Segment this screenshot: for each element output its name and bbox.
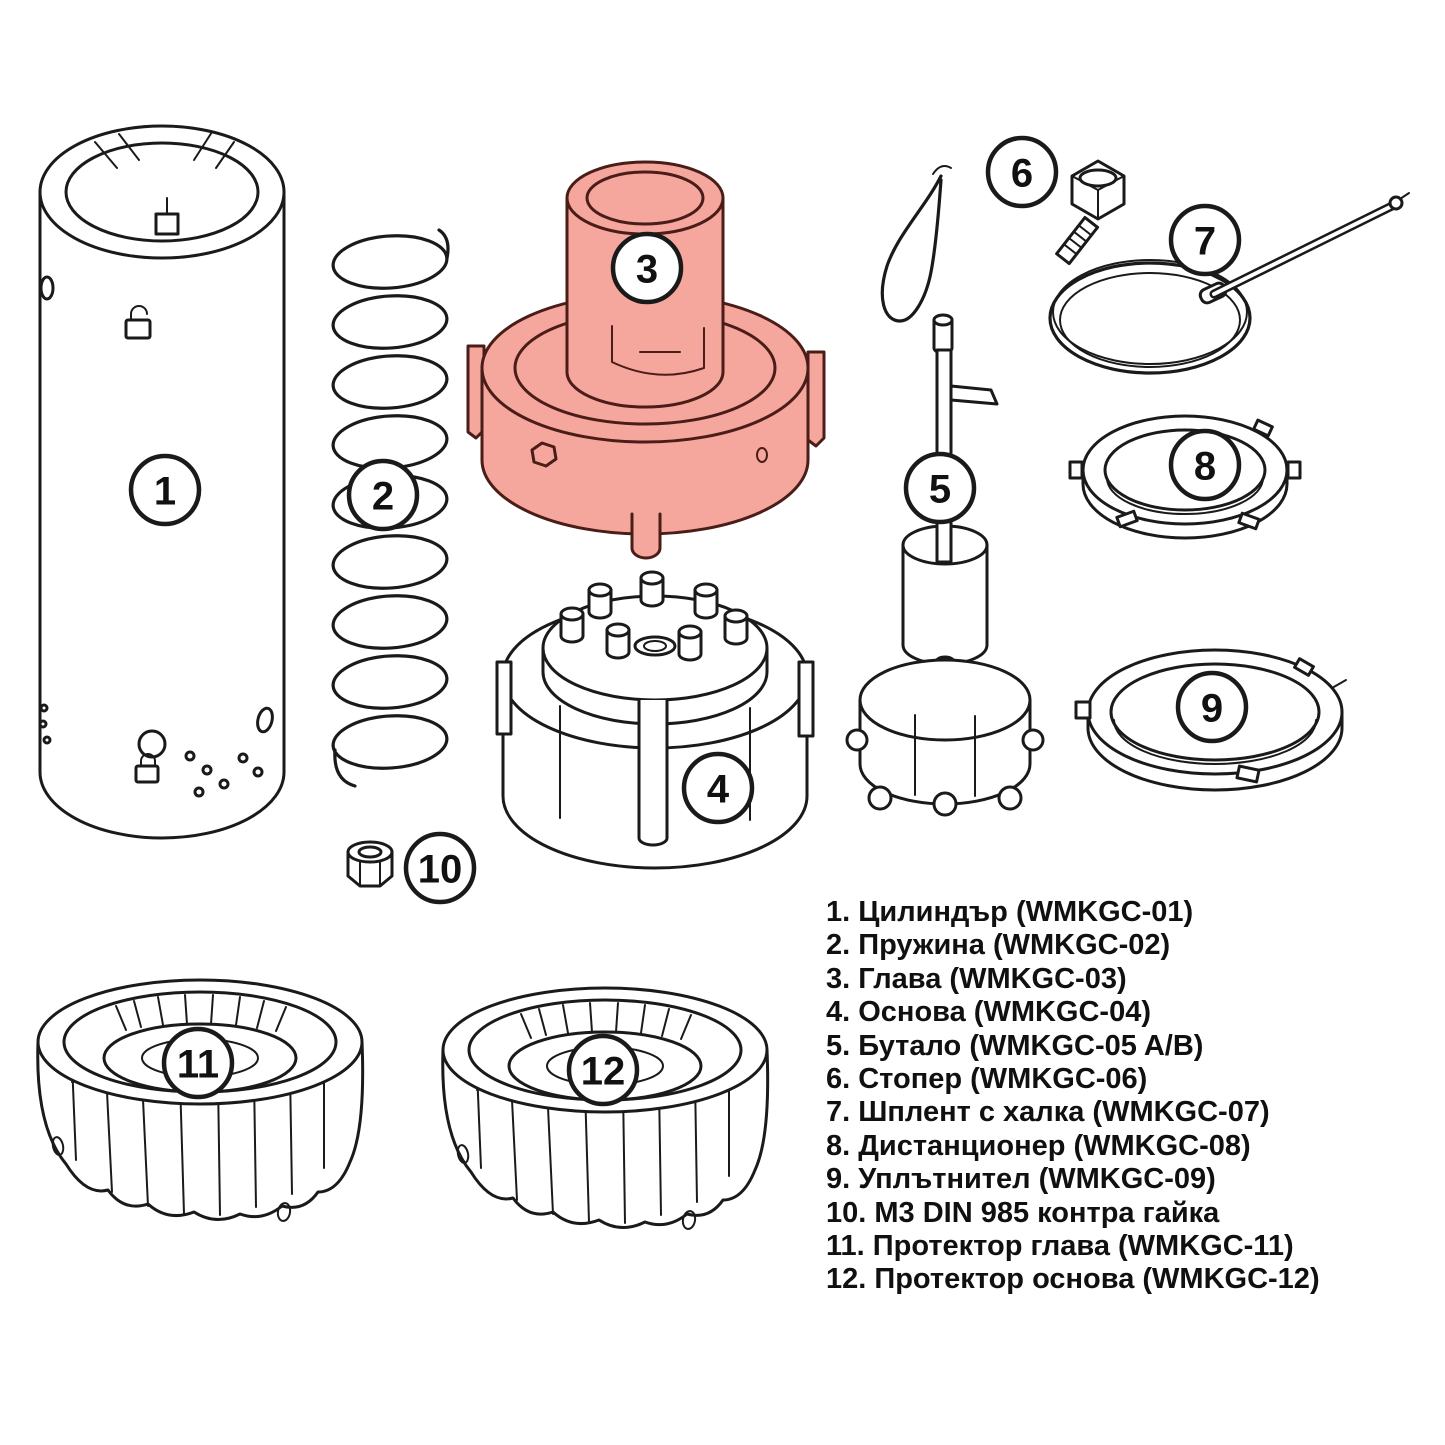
legend-item-4: 4. Основа (WMKGC-04) bbox=[826, 996, 1151, 1029]
callout-number: 1 bbox=[154, 469, 176, 513]
callout-number: 9 bbox=[1201, 686, 1223, 730]
callout-circle bbox=[1168, 203, 1242, 277]
callout-number: 4 bbox=[707, 767, 730, 811]
legend-item-6: 6. Стопер (WMKGC-06) bbox=[826, 1063, 1148, 1096]
callout-part-1: 1 bbox=[128, 453, 202, 527]
part-6-stopper-drawing bbox=[1055, 159, 1126, 266]
part-2-spring-drawing bbox=[331, 228, 450, 788]
legend-item-9: 9. Уплътнител (WMKGC-09) bbox=[826, 1163, 1216, 1196]
part-8-spacer-drawing bbox=[1068, 414, 1302, 540]
callout-number: 8 bbox=[1194, 444, 1216, 488]
callout-part-9: 9 bbox=[1175, 670, 1249, 744]
callout-part-3: 3 bbox=[610, 231, 684, 305]
callout-circle bbox=[610, 231, 684, 305]
callout-number: 5 bbox=[929, 467, 951, 511]
callout-part-2: 2 bbox=[346, 458, 420, 532]
callout-part-11: 11 bbox=[161, 1026, 235, 1100]
callout-number: 11 bbox=[177, 1042, 219, 1086]
part-7-pin-ring-drawing bbox=[1048, 192, 1410, 375]
callout-circle bbox=[1175, 670, 1249, 744]
callout-circle bbox=[403, 831, 477, 905]
legend-item-7: 7. Шплент с халка (WMKGC-07) bbox=[826, 1096, 1270, 1129]
callout-part-10: 10 bbox=[403, 831, 477, 905]
parts-legend: 1. Цилиндър (WMKGC-01) 2. Пружина (WMKGC… bbox=[826, 896, 1320, 1297]
part-4-base-drawing bbox=[495, 570, 815, 870]
legend-item-2: 2. Пружина (WMKGC-02) bbox=[826, 929, 1171, 962]
legend-item-8: 8. Дистанционер (WMKGC-08) bbox=[826, 1129, 1251, 1162]
legend-item-5: 5. Бутало (WMKGC-05 A/B) bbox=[826, 1029, 1204, 1062]
callout-number: 2 bbox=[372, 474, 394, 518]
callout-part-4: 4 bbox=[681, 751, 755, 825]
callout-circle bbox=[128, 453, 202, 527]
part-12-protector-base-drawing bbox=[441, 986, 770, 1232]
callout-circle bbox=[903, 451, 977, 525]
callout-part-8: 8 bbox=[1168, 428, 1242, 502]
callout-part-12: 12 bbox=[566, 1033, 640, 1107]
callout-circle bbox=[566, 1033, 640, 1107]
legend-item-1: 1. Цилиндър (WMKGC-01) bbox=[826, 896, 1194, 928]
callout-circle bbox=[161, 1026, 235, 1100]
callout-part-5: 5 bbox=[903, 451, 977, 525]
legend-item-11: 11. Протектор глава (WMKGC-11) bbox=[826, 1230, 1294, 1263]
part-10-nut-drawing bbox=[346, 840, 394, 888]
part-3-head-drawing bbox=[466, 160, 826, 560]
callout-circle bbox=[985, 135, 1059, 209]
callout-number: 3 bbox=[636, 247, 658, 291]
callout-part-6: 6 bbox=[985, 135, 1059, 209]
callout-circle bbox=[1168, 428, 1242, 502]
callout-number: 10 bbox=[418, 847, 463, 891]
legend-item-10: 10. M3 DIN 985 контра гайка bbox=[826, 1196, 1220, 1229]
callout-number: 12 bbox=[581, 1049, 626, 1093]
callout-circle bbox=[681, 751, 755, 825]
callout-circle bbox=[346, 458, 420, 532]
part-5-piston-drawing bbox=[845, 165, 1045, 817]
legend-item-3: 3. Глава (WMKGC-03) bbox=[826, 962, 1127, 995]
callout-number: 7 bbox=[1194, 219, 1216, 263]
callout-part-7: 7 bbox=[1168, 203, 1242, 277]
callout-number: 6 bbox=[1011, 151, 1033, 195]
legend-item-12: 12. Протектор основа (WMKGC-12) bbox=[826, 1263, 1320, 1296]
